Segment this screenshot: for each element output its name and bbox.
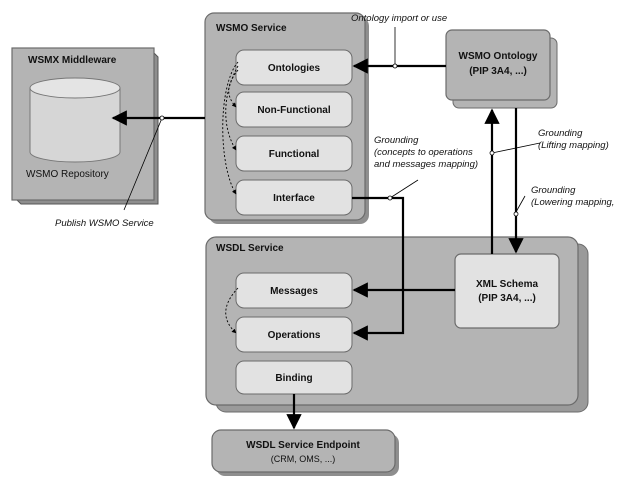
ontologies-label: Ontologies [268,63,321,74]
repository-cylinder-icon [29,77,121,163]
grounding-lowering-annotation-line1: Grounding [531,185,576,196]
grounding-concepts-annotation-line1: Grounding [374,135,419,146]
messages-operations-dependency-line [225,287,239,334]
xml-schema-subtitle: (PIP 3A4, ...) [478,293,536,304]
publish-annotation: Publish WSMO Service [55,218,154,229]
wsmx-middleware-container: WSMX Middleware WSMO Repository [11,47,159,205]
interface-label: Interface [273,193,315,204]
grounding-lifting-annotation-line2: (Lifting mapping) [538,140,609,151]
grounding-concepts-annotation-line3: and messages mapping) [374,159,478,170]
functional-box [235,135,353,172]
messages-label: Messages [270,286,318,297]
wsmo-ontology-title: WSMO Ontology [459,51,538,62]
wsdl-service-title: WSDL Service [216,243,284,254]
operations-box [235,316,353,353]
non-functional-label: Non-Functional [257,105,331,116]
annotation-leader-lines [123,27,541,213]
wsmo-ontology-subtitle: (PIP 3A4, ...) [469,66,527,77]
ontologies-box [235,49,353,86]
wsmx-title: WSMX Middleware [28,55,117,66]
xml-schema-box: XML Schema (PIP 3A4, ...) [454,253,560,329]
grounding-lowering-annotation-line2: (Lowering mapping, [531,197,614,208]
binding-label: Binding [275,373,312,384]
wsmo-service-container: WSMO Service Ontologies Non-Functional F… [204,12,369,224]
messages-box [235,272,353,309]
annotation-anchor-dots [159,63,519,217]
wsmo-repository-label: WSMO Repository [26,169,109,180]
wsmo-internal-dependency-lines [222,61,239,195]
grounding-concepts-annotation-line2: (concepts to operations [374,147,473,158]
wsdl-endpoint-subtitle: (CRM, OMS, ...) [271,454,336,464]
wsdl-endpoint-title: WSDL Service Endpoint [246,440,360,451]
ontology-import-annotation: Ontology import or use [351,13,447,24]
wsdl-endpoint-box: WSDL Service Endpoint (CRM, OMS, ...) [211,429,399,476]
wsmo-ontology-box: WSMO Ontology (PIP 3A4, ...) [445,29,558,109]
xml-schema-title: XML Schema [476,279,538,290]
grounding-lifting-annotation-line1: Grounding [538,128,583,139]
non-functional-box [235,91,353,128]
interface-to-operations-arrow [352,196,405,341]
functional-label: Functional [269,149,320,160]
wsmo-service-title: WSMO Service [216,23,287,34]
operations-label: Operations [268,330,321,341]
